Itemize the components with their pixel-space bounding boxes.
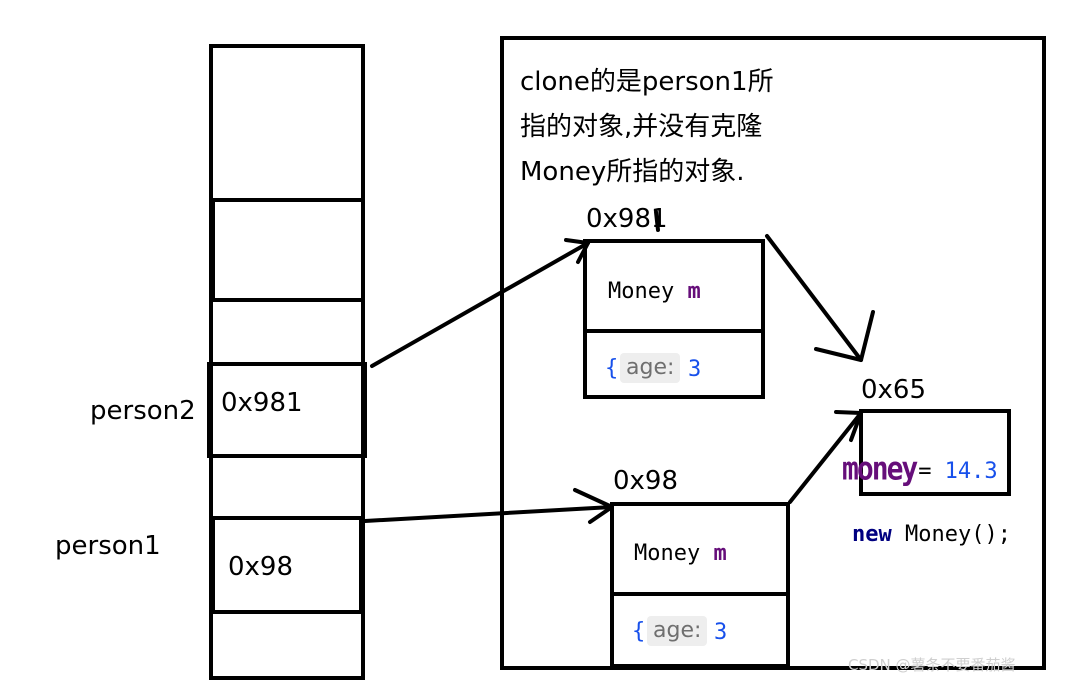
money-field: money= 14.3 [842,449,998,488]
clone-object-divider [583,329,765,333]
new-expression-rest: Money(); [905,522,1011,547]
clone-object-address: 0x981 [586,204,668,234]
money-object-address: 0x65 [861,375,927,405]
stack-slot-person2 [207,362,367,458]
person2-label: person2 [90,396,196,426]
heap-note-line-3: Money所指的对象. [520,157,745,187]
watermark: CSDN @薯条不要番茄酱 [848,656,1016,674]
heap-note-line-1: clone的是person1所 [520,67,774,97]
person2-address: 0x981 [221,388,303,418]
heap-note: clone的是person1所 指的对象,并没有克隆 Money所指的对象. [520,60,774,195]
money-field-equals: = [918,459,932,484]
original-field-type: Money [634,541,701,566]
clone-field-money: Money m [608,281,701,303]
original-object-address: 0x98 [613,466,679,496]
original-age-value: 3 [714,620,728,645]
original-age-label: age: [647,616,708,647]
original-object-divider [610,592,790,596]
original-field-money: Money m [634,543,727,565]
new-keyword: new [852,522,892,547]
original-field-var: m [713,541,727,566]
new-money-expression: new Money(); [852,522,1011,547]
clone-field-var: m [687,279,701,304]
original-object [610,502,790,668]
clone-age-label: age: [620,353,681,384]
person1-address: 0x98 [228,552,294,582]
heap-note-line-2: 指的对象,并没有克隆 [520,112,763,142]
stack-slot-person1 [209,516,363,614]
money-field-value: 14.3 [944,459,998,484]
person1-label: person1 [55,531,161,561]
money-field-name: money [842,449,918,488]
original-brace: { [632,619,646,644]
clone-field-type: Money [608,279,675,304]
clone-brace: { [605,356,619,381]
stack-slot-1 [209,198,365,302]
clone-age-value: 3 [688,357,702,382]
